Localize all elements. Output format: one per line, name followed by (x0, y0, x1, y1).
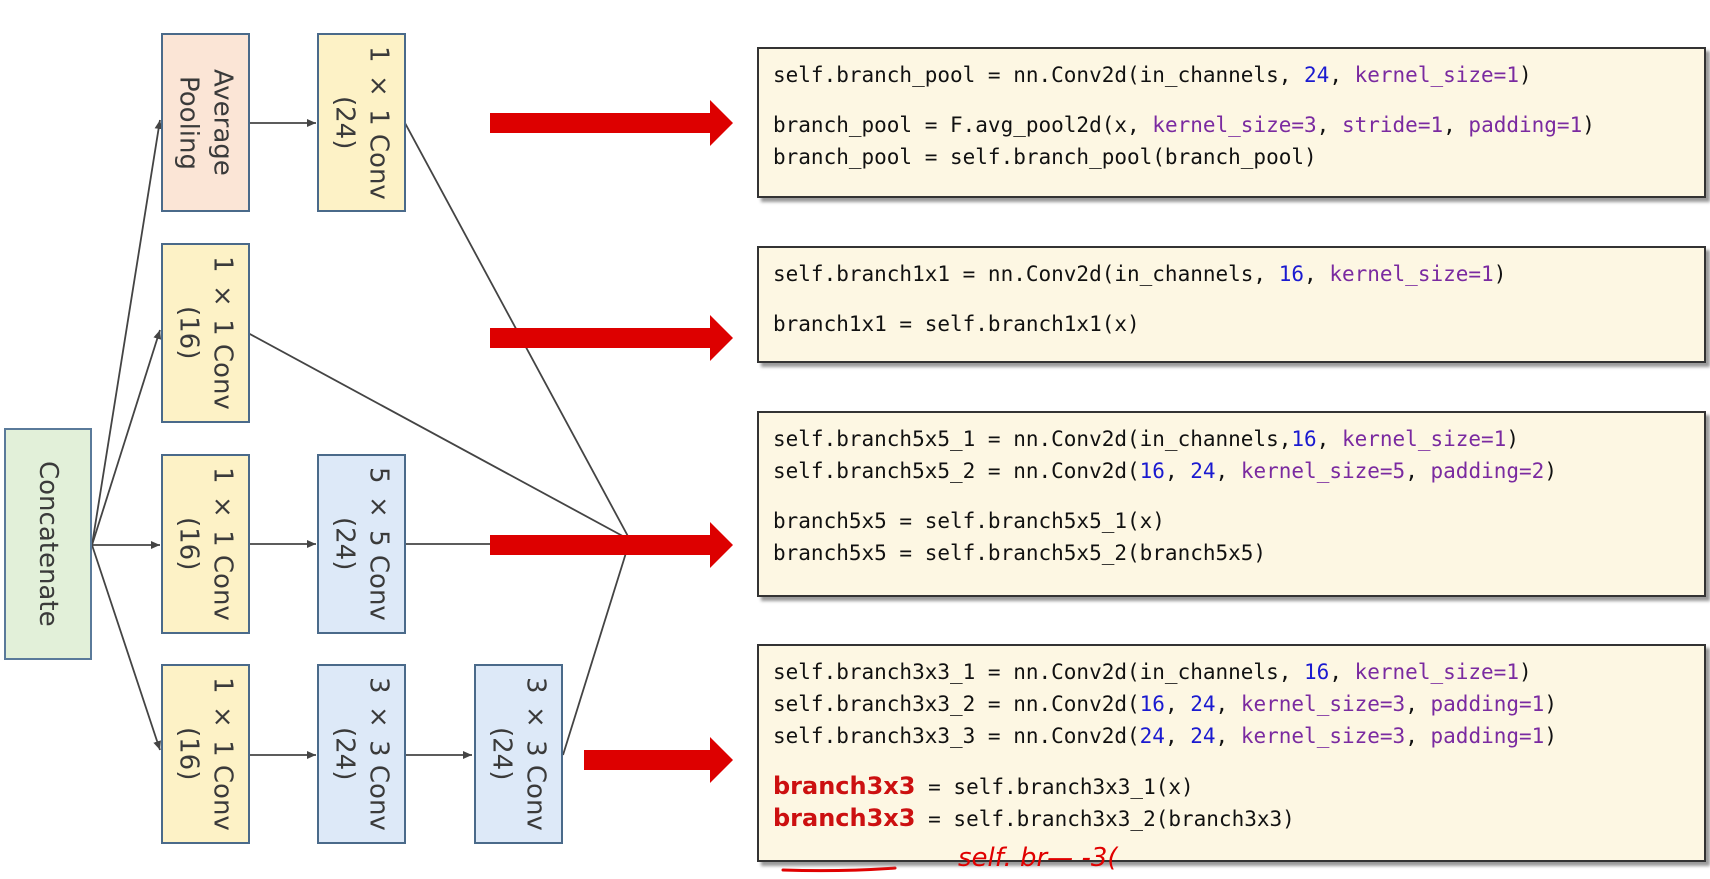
code-line: self.branch3x3_2 = nn.Conv2d(16, 24, ker… (773, 692, 1557, 716)
branch5x5-conv2-label: 5 × 5 Conv (24) (329, 467, 394, 621)
code-panel-branch5x5: self.branch5x5_1 = nn.Conv2d(in_channels… (757, 411, 1706, 597)
branch3x3-conv2-box: 3 × 3 Conv (24) (317, 664, 406, 844)
branch1x1-conv-label: 1 × 1 Conv (16) (173, 256, 238, 410)
branch5x5-conv2-box: 5 × 5 Conv (24) (317, 454, 406, 634)
red-arrow-3 (490, 522, 733, 568)
average-pooling-box: Average Pooling (161, 33, 250, 212)
edge-concat-b3 (91, 544, 161, 751)
code-line: self.branch1x1 = nn.Conv2d(in_channels, … (773, 262, 1507, 286)
handwritten-note: self. br— -3( (958, 843, 1118, 873)
branch5x5-conv1-box: 1 × 1 Conv (16) (161, 454, 250, 634)
code-panel-branch3x3: self.branch3x3_1 = nn.Conv2d(in_channels… (757, 644, 1706, 862)
pool-conv-label: 1 × 1 Conv (24) (329, 45, 394, 200)
branch3x3-conv1-box: 1 × 1 Conv (16) (161, 664, 250, 844)
edge-b1-merge (247, 332, 631, 541)
branch5x5-conv1-label: 1 × 1 Conv (16) (173, 467, 238, 621)
highlight-var: branch3x3 (773, 772, 916, 800)
code-panel-branch1x1: self.branch1x1 = nn.Conv2d(in_channels, … (757, 246, 1706, 363)
code-line: branch1x1 = self.branch1x1(x) (773, 312, 1140, 336)
branch3x3-conv3-label: 3 × 3 Conv (24) (486, 677, 551, 831)
edge-concat-pool (91, 119, 163, 546)
code-line: self.branch5x5_1 = nn.Conv2d(in_channels… (773, 427, 1519, 451)
highlight-var: branch3x3 (773, 804, 916, 832)
code-line: branch5x5 = self.branch5x5_1(x) (773, 509, 1165, 533)
average-pooling-label: Average Pooling (173, 69, 238, 176)
edge-b3-merge (562, 539, 631, 756)
code-panel-branch-pool: self.branch_pool = nn.Conv2d(in_channels… (757, 47, 1706, 198)
code-line: self.branch_pool = nn.Conv2d(in_channels… (773, 63, 1532, 87)
code-line: self.branch3x3_1 = nn.Conv2d(in_channels… (773, 660, 1532, 684)
pool-conv-box: 1 × 1 Conv (24) (317, 33, 406, 212)
code-line: self.branch3x3_3 = nn.Conv2d(24, 24, ker… (773, 724, 1557, 748)
concatenate-box: Concatenate (4, 428, 92, 660)
branch3x3-conv3-box: 3 × 3 Conv (24) (474, 664, 563, 844)
branch3x3-conv2-label: 3 × 3 Conv (24) (329, 677, 394, 831)
code-line: branch3x3 = self.branch3x3_1(x) (773, 772, 1194, 800)
edge-concat-b1 (91, 329, 162, 546)
branch1x1-conv-box: 1 × 1 Conv (16) (161, 243, 250, 423)
code-line: self.branch5x5_2 = nn.Conv2d(16, 24, ker… (773, 459, 1557, 483)
code-line: branch3x3 = self.branch3x3_2(branch3x3) (773, 804, 1295, 832)
concatenate-label: Concatenate (33, 461, 63, 627)
code-line: branch5x5 = self.branch5x5_2(branch5x5) (773, 541, 1267, 565)
red-arrow-1 (490, 100, 733, 146)
red-arrow-4 (584, 737, 733, 783)
red-arrow-2 (490, 315, 733, 361)
code-line: branch_pool = F.avg_pool2d(x, kernel_siz… (773, 113, 1595, 137)
branch3x3-conv1-label: 1 × 1 Conv (16) (173, 677, 238, 831)
code-line: branch_pool = self.branch_pool(branch_po… (773, 145, 1317, 169)
